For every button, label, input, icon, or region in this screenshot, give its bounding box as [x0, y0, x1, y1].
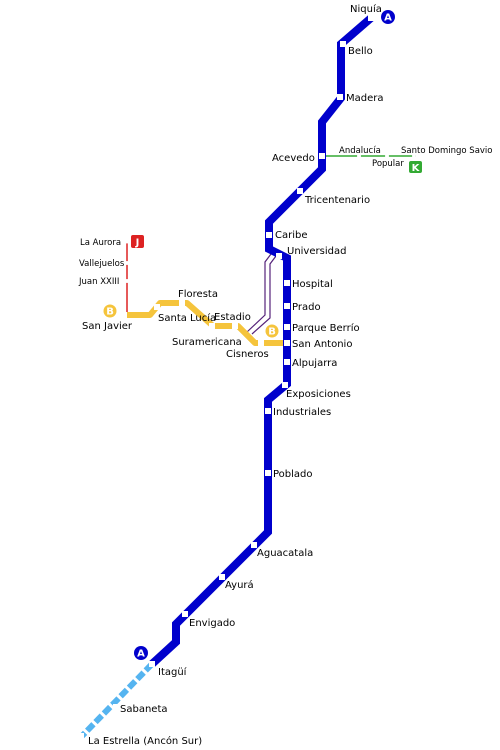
line-a-badge-top-label: A: [384, 13, 392, 24]
station-label-bello: Bello: [348, 46, 373, 57]
station-marker-popular[interactable]: [385, 154, 389, 158]
line-j: J La Aurora Vallejuelos Juan XXIII: [78, 235, 144, 314]
station-label-cisneros: Cisneros: [226, 349, 269, 360]
station-marker-sabaneta[interactable]: [113, 704, 119, 710]
station-marker-envigado[interactable]: [182, 611, 188, 617]
station-marker-universidad[interactable]: [276, 253, 282, 259]
station-label-andalucia: Andalucía: [339, 146, 381, 156]
station-marker-floresta[interactable]: [179, 300, 185, 306]
connector-path-1: [246, 253, 272, 333]
station-marker-vallejuelos[interactable]: [125, 261, 129, 265]
station-label-acevedo: Acevedo: [272, 153, 315, 164]
line-a-badge-top[interactable]: [381, 10, 395, 24]
station-marker-poblado[interactable]: [265, 470, 271, 476]
station-marker-itagui[interactable]: [149, 661, 155, 667]
station-marker-ayura[interactable]: [219, 574, 225, 580]
station-marker-prado[interactable]: [284, 303, 290, 309]
station-label-estadio: Estadio: [214, 312, 251, 323]
station-label-niquia: Niquía: [350, 3, 382, 15]
line-b: B B San Javier Santa Lucía Floresta Esta…: [82, 289, 287, 360]
station-marker-andalucia[interactable]: [357, 154, 361, 158]
station-label-itagui: Itagüí: [158, 666, 188, 678]
station-label-aguacatala: Aguacatala: [257, 548, 313, 559]
station-label-la-aurora: La Aurora: [80, 238, 121, 248]
line-a-extension: [78, 661, 155, 739]
station-marker-alpujarra[interactable]: [284, 359, 290, 365]
line-k: Andalucía Popular Santo Domingo Savio K: [322, 146, 493, 174]
line-k-badge-label: K: [412, 163, 421, 174]
line-b-badge-west-label: B: [106, 307, 114, 318]
station-label-popular: Popular: [372, 159, 404, 169]
station-marker-la-aurora[interactable]: [125, 239, 129, 244]
station-label-tricentenario: Tricentenario: [304, 195, 370, 206]
line-b-badge-east-label: B: [268, 327, 276, 338]
station-label-vallejuelos: Vallejuelos: [79, 259, 125, 269]
line-a-extension-track: [79, 661, 155, 739]
station-label-juan-xxiii: Juan XXIII: [78, 277, 119, 287]
station-label-santo-domingo: Santo Domingo Savio: [401, 146, 493, 156]
line-a-badge-bottom[interactable]: [134, 646, 148, 660]
station-marker-aguacatala[interactable]: [251, 542, 257, 548]
station-label-universidad: Universidad: [287, 246, 346, 257]
station-marker-caribe[interactable]: [266, 232, 272, 238]
line-j-badge[interactable]: [131, 235, 144, 248]
station-label-santa-lucia-1: Santa Lucía: [158, 312, 216, 324]
station-marker-san-javier[interactable]: [121, 312, 127, 318]
station-label-prado: Prado: [292, 302, 321, 313]
station-marker-exposiciones[interactable]: [282, 382, 288, 388]
station-label-parque-berrio: Parque Berrío: [292, 322, 360, 334]
station-label-ayura: Ayurá: [225, 579, 254, 591]
station-marker-santo-domingo[interactable]: [412, 154, 416, 158]
station-label-san-antonio: San Antonio: [292, 339, 352, 350]
line-a-badge-bottom-label: A: [137, 649, 145, 660]
station-marker-madera[interactable]: [337, 94, 343, 100]
station-marker-industriales[interactable]: [265, 408, 271, 414]
station-marker-santa-lucia[interactable]: [154, 304, 160, 310]
connector-link: [246, 253, 277, 335]
line-k-badge[interactable]: [409, 161, 422, 173]
station-label-caribe: Caribe: [275, 230, 308, 241]
station-label-envigado: Envigado: [189, 618, 235, 629]
station-marker-parque-berrio[interactable]: [284, 324, 290, 330]
station-label-poblado: Poblado: [273, 469, 313, 480]
line-b-badge-west[interactable]: [103, 304, 117, 318]
station-marker-juan-xxiii[interactable]: [125, 279, 129, 283]
station-marker-cisneros[interactable]: [258, 340, 264, 346]
station-label-floresta: Floresta: [178, 289, 218, 300]
station-marker-niquia[interactable]: [368, 15, 374, 21]
line-b-badge-east[interactable]: [265, 324, 279, 338]
station-label-industriales: Industriales: [273, 407, 331, 418]
station-label-madera: Madera: [346, 93, 384, 104]
line-j-badge-label: J: [135, 238, 140, 249]
station-marker-bello[interactable]: [340, 41, 346, 47]
station-marker-acevedo[interactable]: [319, 153, 325, 159]
station-marker-san-antonio[interactable]: [284, 340, 290, 346]
station-label-exposiciones: Exposiciones: [286, 389, 351, 400]
station-marker-suramericana[interactable]: [209, 323, 215, 329]
connector-path-2: [251, 255, 277, 335]
station-label-hospital: Hospital: [292, 279, 333, 290]
station-marker-la-estrella[interactable]: [78, 733, 84, 739]
station-label-sabaneta: Sabaneta: [120, 704, 168, 715]
station-label-la-estrella: La Estrella (Ancón Sur): [88, 735, 202, 747]
line-a: A A Niquía Bello Madera Acevedo Tricente…: [88, 3, 395, 747]
station-label-alpujarra: Alpujarra: [292, 358, 337, 369]
station-marker-tricentenario[interactable]: [297, 188, 303, 194]
station-label-suramericana: Suramericana: [172, 337, 242, 348]
line-b-track: [124, 300, 287, 346]
station-label-san-javier: San Javier: [82, 321, 133, 332]
station-marker-hospital[interactable]: [284, 280, 290, 286]
station-marker-estadio[interactable]: [232, 323, 238, 329]
